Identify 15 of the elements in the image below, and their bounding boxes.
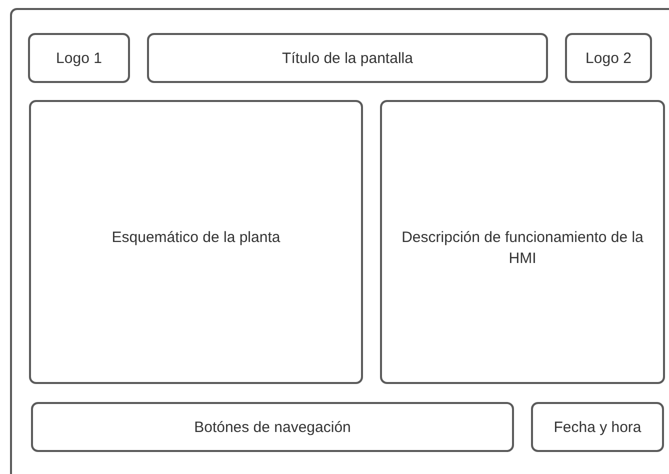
layout-panel xyxy=(31,402,514,452)
layout-panel xyxy=(147,33,548,83)
panel-label: Título de la pantalla xyxy=(281,48,414,68)
layout-panel xyxy=(565,33,652,83)
panel-label: Fecha y hora xyxy=(552,418,642,438)
panel-label: Descripción de funcionamiento de la HMI xyxy=(400,228,644,269)
panel-label: Esquemático de la planta xyxy=(110,228,282,248)
panel-label: Logo 2 xyxy=(584,48,632,68)
layout-panel xyxy=(380,100,665,384)
panel-label: Botónes de navegación xyxy=(193,418,352,438)
screen-frame xyxy=(10,8,669,474)
layout-panel xyxy=(531,402,664,452)
panel-label: Logo 1 xyxy=(55,48,103,68)
layout-panel xyxy=(28,33,130,83)
layout-panel xyxy=(29,100,363,384)
